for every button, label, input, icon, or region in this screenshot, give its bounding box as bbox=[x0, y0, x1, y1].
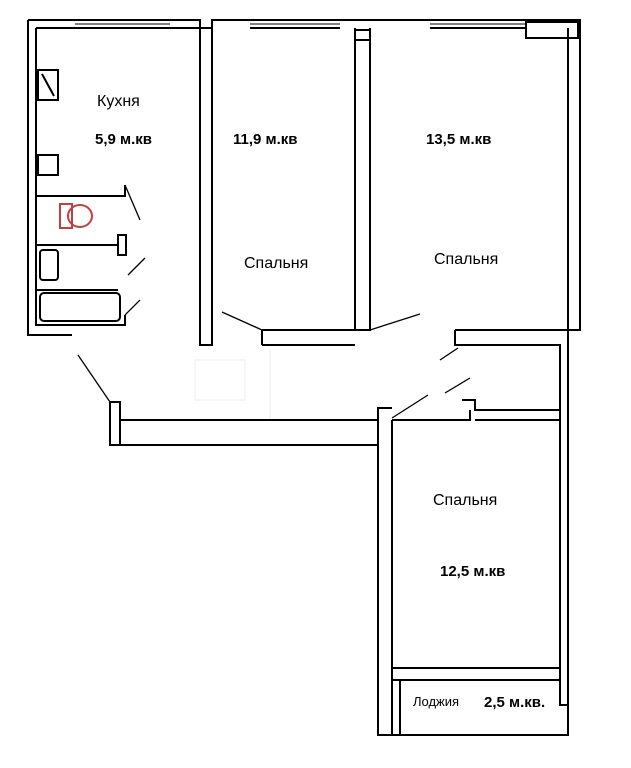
wall-outer-left bbox=[27, 20, 72, 336]
loggia-wall bbox=[392, 667, 568, 706]
watermark bbox=[194, 350, 271, 420]
loggia-area: 2,5 м.кв. bbox=[484, 694, 546, 711]
doors bbox=[77, 184, 471, 419]
stove-icon bbox=[37, 154, 59, 176]
wall-bed3-left bbox=[377, 408, 393, 736]
bathtub-icon bbox=[39, 292, 121, 322]
wall-bed1-bed2 bbox=[354, 28, 371, 331]
bathroom-block bbox=[35, 69, 127, 326]
bedroom3-area: 12,5 м.кв bbox=[440, 563, 506, 580]
loggia-name: Лоджия bbox=[413, 694, 460, 709]
toilet-icon bbox=[59, 203, 73, 229]
wall-kitchen-bed1 bbox=[199, 28, 213, 346]
bedroom1-name: Спальня bbox=[244, 255, 309, 272]
bedroom1-area: 11,9 м.кв bbox=[233, 131, 298, 148]
fridge-icon bbox=[37, 69, 59, 101]
kitchen-area: 5,9 м.кв bbox=[95, 131, 153, 148]
walls bbox=[27, 19, 581, 736]
bedroom2-area: 13,5 м.кв bbox=[426, 131, 492, 148]
bedroom3-name: Спальня bbox=[433, 492, 498, 509]
sink-icon bbox=[39, 249, 59, 281]
wall-outer-right bbox=[567, 20, 581, 331]
kitchen-name: Кухня bbox=[97, 93, 140, 110]
bedroom2-name: Спальня bbox=[434, 251, 499, 268]
